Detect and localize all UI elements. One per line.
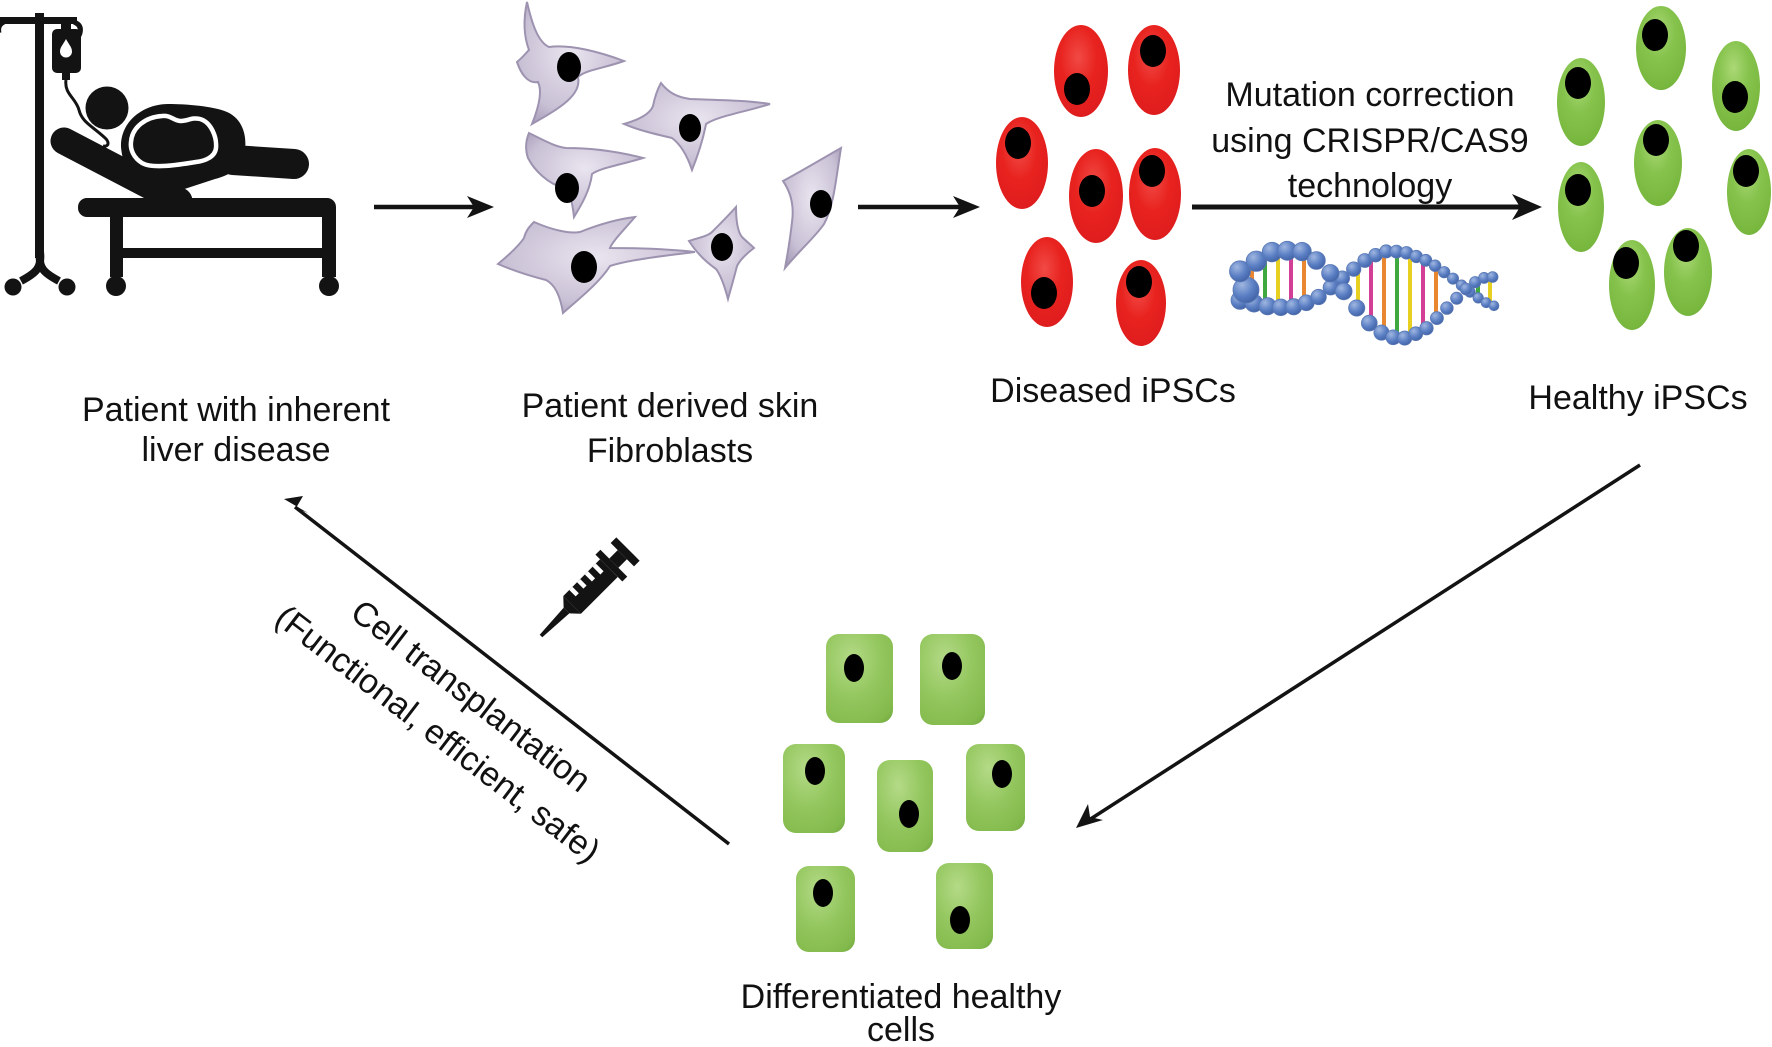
svg-text:using CRISPR/CAS9: using CRISPR/CAS9 xyxy=(1211,122,1528,160)
svg-text:Mutation correction: Mutation correction xyxy=(1225,76,1514,114)
svg-text:Differentiated healthy: Differentiated healthy xyxy=(741,978,1062,1016)
svg-text:cells: cells xyxy=(867,1011,935,1042)
svg-text:Patient with inherent: Patient with inherent xyxy=(82,391,391,429)
svg-text:Patient derived skin: Patient derived skin xyxy=(522,387,819,425)
svg-text:liver disease: liver disease xyxy=(142,431,331,469)
svg-text:technology: technology xyxy=(1288,167,1452,205)
svg-text:(Functional, efficient, safe): (Functional, efficient, safe) xyxy=(268,598,607,871)
svg-text:Diseased iPSCs: Diseased iPSCs xyxy=(990,372,1236,410)
svg-text:Fibroblasts: Fibroblasts xyxy=(587,432,753,470)
svg-text:Healthy iPSCs: Healthy iPSCs xyxy=(1528,379,1747,417)
